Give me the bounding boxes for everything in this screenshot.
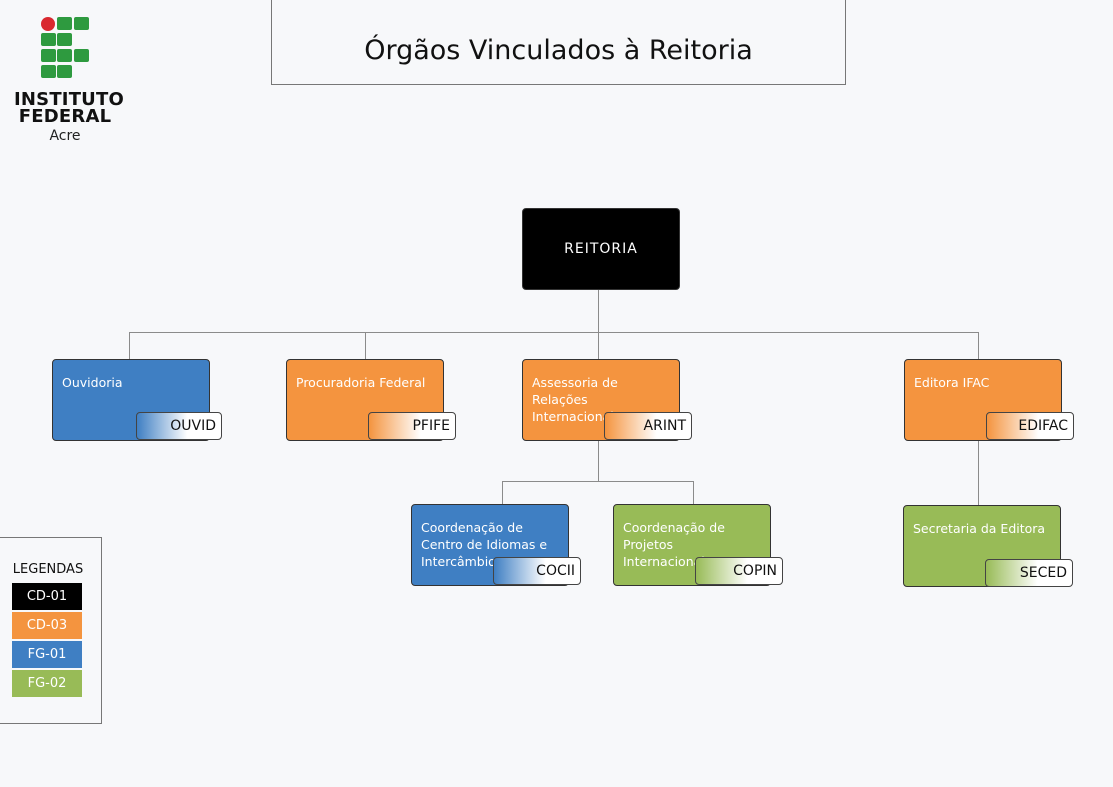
logo-square [57,65,72,78]
connector-line [502,481,503,505]
institution-logo: INSTITUTO FEDERAL Acre [14,16,124,146]
connector-line [598,332,599,360]
node-label: REITORIA [564,240,638,257]
logo-square [41,33,56,46]
connector-line [978,332,979,360]
node-label: Secretaria da Editora [913,521,1046,536]
legend-item-cd01: CD-01 [12,583,82,610]
code-tag-copin: COPIN [695,557,783,585]
node-reitoria[interactable]: REITORIA [522,208,680,290]
logo-square [41,65,56,78]
node-label: Coordenação de Centro de Idiomas e Inter… [421,520,548,569]
connector-line [129,332,979,333]
node-label: Ouvidoria [62,375,123,390]
connector-line [978,441,979,505]
code-tag-cocii: COCII [493,557,581,585]
page-title: Órgãos Vinculados à Reitoria [364,35,753,66]
legend-item-fg01: FG-01 [12,641,82,668]
legend: LEGENDAS CD-01 CD-03 FG-01 FG-02 [0,537,102,724]
title-box: Órgãos Vinculados à Reitoria [271,0,846,85]
logo-square [57,33,72,46]
logo-text-federal: FEDERAL [18,106,112,127]
logo-square [57,17,72,30]
logo-red-dot [41,17,55,31]
logo-square [57,49,72,62]
node-label: Procuradoria Federal [296,375,426,390]
connector-line [598,441,599,481]
code-tag-pfife: PFIFE [368,412,456,440]
legend-title: LEGENDAS [12,562,84,577]
node-editora-ifac[interactable]: Editora IFAC [904,359,1062,441]
logo-square [74,17,89,30]
code-tag-ouvid: OUVID [136,412,222,440]
logo-text-instituto: INSTITUTO [14,89,124,110]
code-tag-arint: ARINT [604,412,692,440]
code-tag-edifac: EDIFAC [986,412,1074,440]
code-tag-seced: SECED [985,559,1073,587]
connector-line [129,332,130,360]
logo-square [74,49,89,62]
node-procuradoria-federal[interactable]: Procuradoria Federal [286,359,444,441]
connector-line [502,481,694,482]
node-label: Coordenação de Projetos Internacionais [623,520,725,569]
logo-text-acre: Acre [49,128,81,144]
connector-line [598,289,599,332]
node-label: Assessoria de Relações Internacionais [532,375,621,424]
connector-line [693,481,694,505]
legend-item-fg02: FG-02 [12,670,82,697]
logo-square [41,49,56,62]
node-label: Editora IFAC [914,375,990,390]
connector-line [365,332,366,360]
node-coordenacao-centro-idiomas[interactable]: Coordenação de Centro de Idiomas e Inter… [411,504,569,586]
legend-item-cd03: CD-03 [12,612,82,639]
